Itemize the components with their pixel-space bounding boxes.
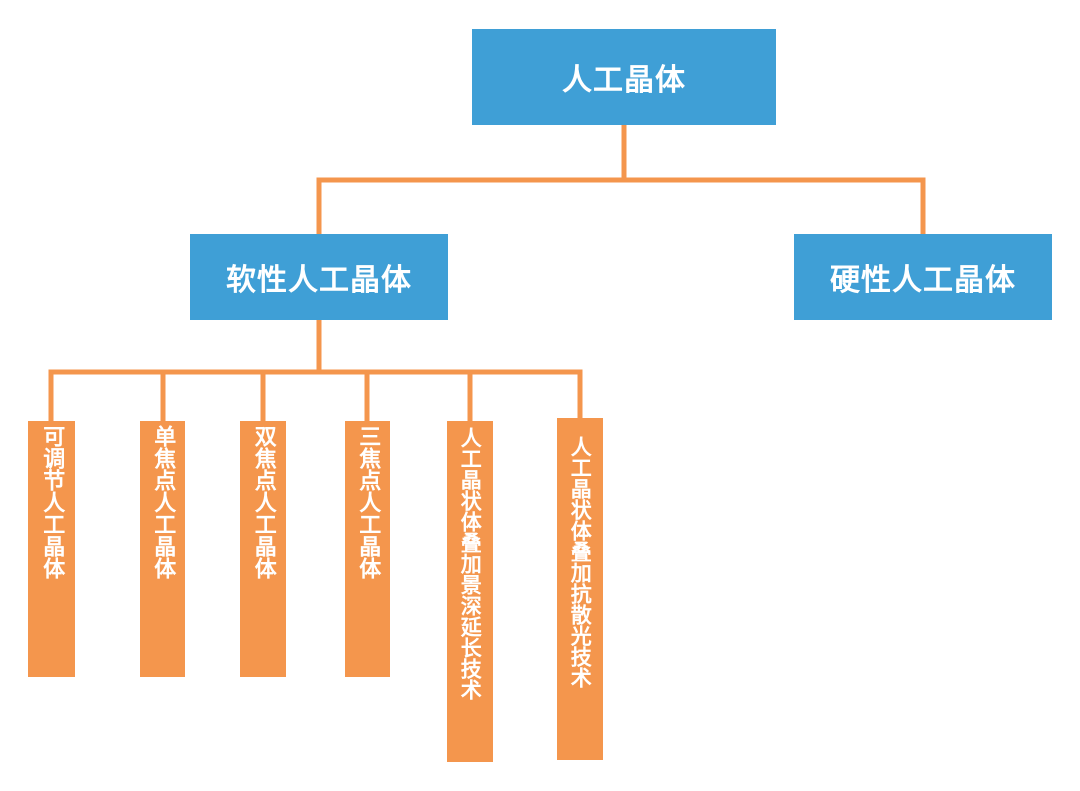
leaf-node-3-label: 双焦点人工晶体 — [250, 425, 276, 579]
leaf-node-2-label: 单焦点人工晶体 — [150, 425, 176, 579]
leaf-node-3: 双焦点人工晶体 — [240, 421, 286, 677]
leaf-node-5-label: 人工晶状体叠加景深延长技术 — [458, 427, 483, 700]
leaf-node-4: 三焦点人工晶体 — [345, 421, 390, 677]
leaf-node-6-label: 人工晶状体叠加抗散光技术 — [568, 436, 593, 688]
root-node: 人工晶体 — [472, 29, 776, 125]
leaf-node-4-label: 三焦点人工晶体 — [355, 425, 381, 579]
leaf-node-1-label: 可调节人工晶体 — [39, 425, 65, 579]
leaf-node-1: 可调节人工晶体 — [28, 421, 75, 677]
leaf-node-2: 单焦点人工晶体 — [140, 421, 185, 677]
branch-node-soft-label: 软性人工晶体 — [226, 263, 412, 298]
branch-node-hard-label: 硬性人工晶体 — [830, 263, 1016, 298]
branch-node-hard: 硬性人工晶体 — [794, 234, 1052, 320]
branch-node-soft: 软性人工晶体 — [190, 234, 448, 320]
leaf-node-6: 人工晶状体叠加抗散光技术 — [557, 418, 603, 760]
leaf-node-5: 人工晶状体叠加景深延长技术 — [447, 421, 493, 762]
root-node-label: 人工晶体 — [562, 63, 686, 98]
